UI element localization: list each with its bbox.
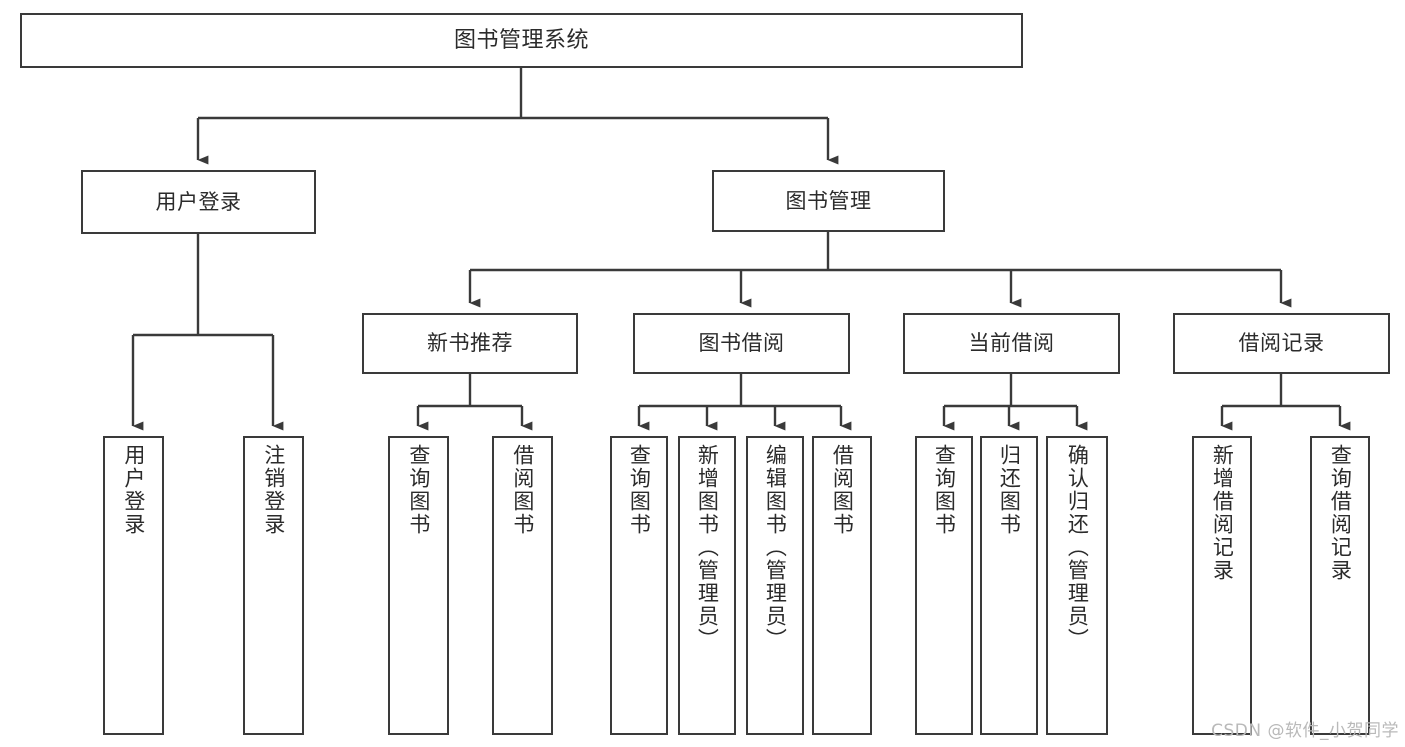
node-leaf-confirm-return[interactable]: 确认归还（管理员） <box>1046 436 1108 735</box>
node-label: 用户登录 <box>155 189 242 214</box>
node-label: 图书管理 <box>785 188 872 213</box>
node-label: 借阅图书 <box>510 444 535 536</box>
node-book-management[interactable]: 图书管理 <box>712 170 945 232</box>
node-leaf-borrow-book[interactable]: 借阅图书 <box>812 436 872 735</box>
node-label: 新书推荐 <box>427 331 513 356</box>
node-label: 借阅图书 <box>830 444 855 536</box>
node-label: 新增借阅记录 <box>1210 444 1235 582</box>
node-leaf-query-book-recommend[interactable]: 查询图书 <box>388 436 449 735</box>
node-new-book-recommend[interactable]: 新书推荐 <box>362 313 578 374</box>
node-leaf-user-login[interactable]: 用户登录 <box>103 436 164 735</box>
node-leaf-query-borrow-record[interactable]: 查询借阅记录 <box>1310 436 1370 735</box>
node-leaf-return-book[interactable]: 归还图书 <box>980 436 1038 735</box>
node-current-borrow[interactable]: 当前借阅 <box>903 313 1120 374</box>
node-leaf-borrow-book-recommend[interactable]: 借阅图书 <box>492 436 553 735</box>
node-label: 借阅记录 <box>1238 331 1325 356</box>
node-label: 图书借阅 <box>698 331 785 356</box>
node-user-login[interactable]: 用户登录 <box>81 170 316 234</box>
node-label: 查询图书 <box>406 444 431 536</box>
node-label: 新增图书（管理员） <box>695 444 720 651</box>
node-label: 查询图书 <box>627 444 652 536</box>
node-root-book-management-system[interactable]: 图书管理系统 <box>20 13 1023 68</box>
node-leaf-query-book-current[interactable]: 查询图书 <box>915 436 973 735</box>
node-leaf-query-book-borrow[interactable]: 查询图书 <box>610 436 668 735</box>
node-label: 图书管理系统 <box>453 27 589 53</box>
node-label: 当前借阅 <box>968 331 1055 356</box>
node-label: 编辑图书（管理员） <box>763 444 788 651</box>
node-label: 查询图书 <box>932 444 957 536</box>
node-leaf-logout-login[interactable]: 注销登录 <box>243 436 304 735</box>
node-leaf-edit-book[interactable]: 编辑图书（管理员） <box>746 436 804 735</box>
node-label: 查询借阅记录 <box>1328 444 1353 582</box>
node-borrow-record[interactable]: 借阅记录 <box>1173 313 1390 374</box>
node-label: 归还图书 <box>997 444 1022 536</box>
node-leaf-add-book[interactable]: 新增图书（管理员） <box>678 436 736 735</box>
node-leaf-add-borrow-record[interactable]: 新增借阅记录 <box>1192 436 1252 735</box>
node-book-borrow[interactable]: 图书借阅 <box>633 313 850 374</box>
node-label: 注销登录 <box>261 444 286 536</box>
node-label: 确认归还（管理员） <box>1065 444 1090 651</box>
node-label: 用户登录 <box>121 444 146 536</box>
